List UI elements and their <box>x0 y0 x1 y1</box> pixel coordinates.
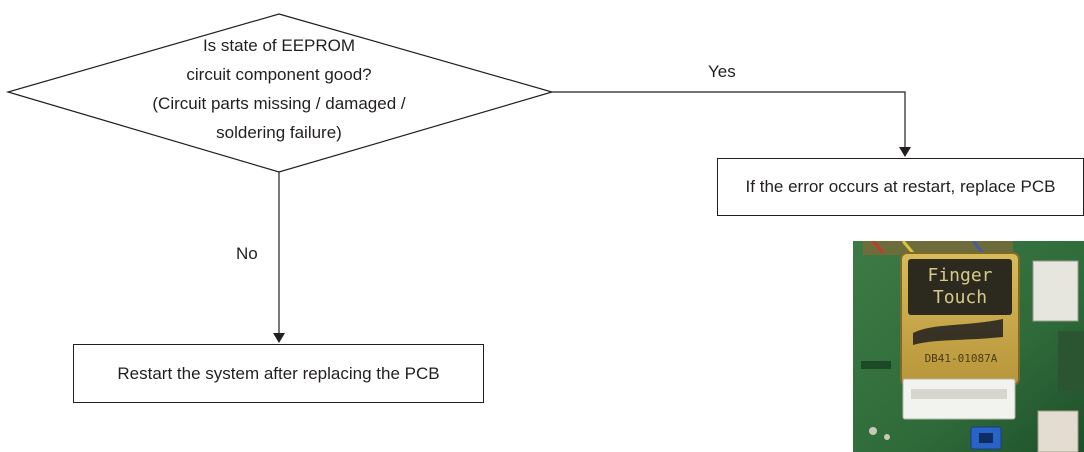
restart-system-action-box: Restart the system after replacing the P… <box>73 344 484 403</box>
chip-part-number: DB41-01087A <box>925 352 998 365</box>
yes-connector-arrow <box>552 91 911 157</box>
pcb-photo: Finger Touch DB41-01087A <box>853 241 1084 452</box>
chip-label-touch: Touch <box>933 287 987 308</box>
right-connector <box>1032 260 1079 322</box>
bottom-right-connector <box>1037 410 1079 452</box>
chip-label-finger: Finger <box>927 265 992 286</box>
pcb-photo-graphic: Finger Touch DB41-01087A <box>853 241 1084 452</box>
no-branch-label: No <box>236 244 258 263</box>
decision-line-4: soldering failure) <box>216 123 342 142</box>
yes-branch-label: Yes <box>708 62 736 81</box>
decision-line-1: Is state of EEPROM <box>203 36 355 55</box>
decision-line-3: (Circuit parts missing / damaged / <box>152 94 405 113</box>
right-side-component <box>1058 331 1084 391</box>
replace-pcb-action-box: If the error occurs at restart, replace … <box>717 158 1084 216</box>
decision-line-2: circuit component good? <box>186 65 371 84</box>
